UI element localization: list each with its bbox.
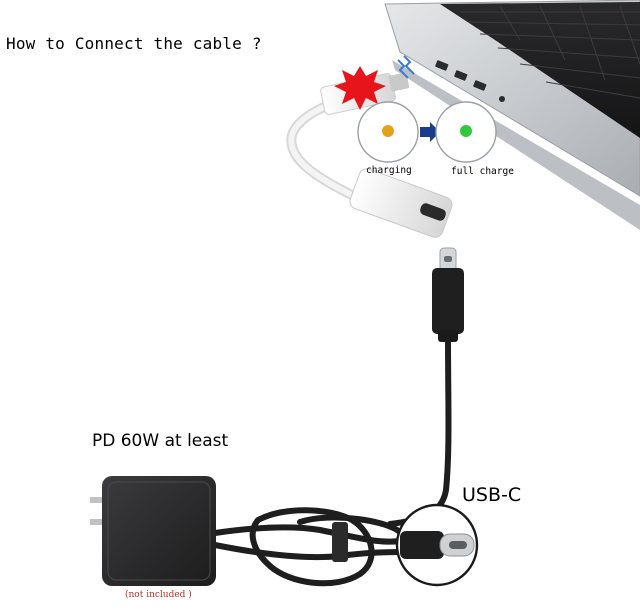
usb-c-plug-upper bbox=[432, 248, 464, 342]
charging-label: charging bbox=[366, 165, 412, 176]
not-included-note: (not included ) bbox=[125, 590, 192, 600]
usb-c-label: USB-C bbox=[462, 484, 521, 506]
power-requirement-label: PD 60W at least bbox=[92, 431, 228, 451]
full-charge-indicator bbox=[436, 102, 496, 162]
female-usb-c-socket bbox=[348, 167, 454, 240]
charging-indicator bbox=[358, 102, 418, 162]
power-adapter bbox=[90, 476, 216, 586]
full-charge-label: full charge bbox=[451, 166, 514, 177]
page-title: How to Connect the cable ? bbox=[6, 34, 262, 53]
usb-c-callout bbox=[397, 505, 477, 585]
